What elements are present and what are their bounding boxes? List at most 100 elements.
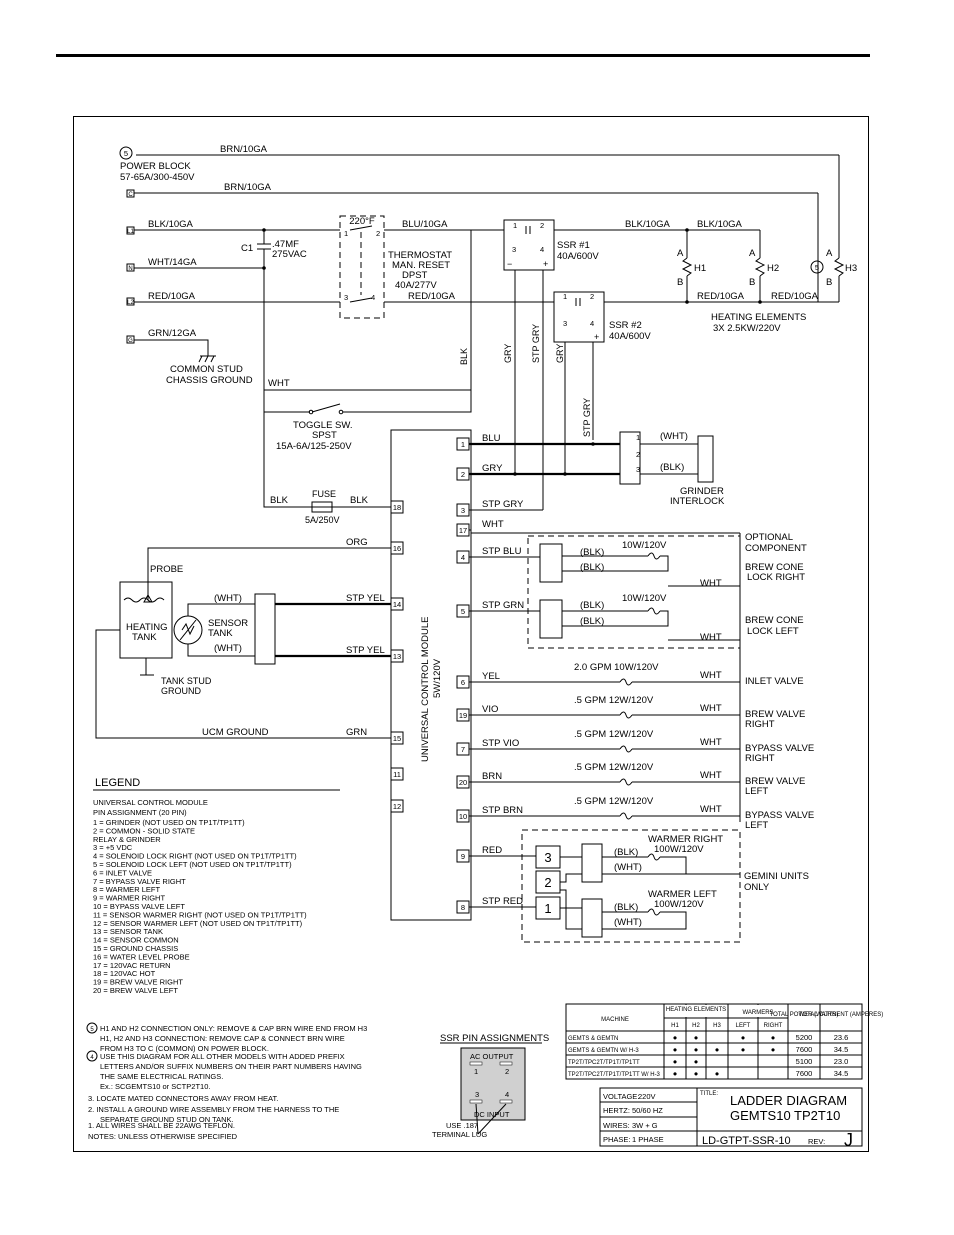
- table-row-machine: TP2T/TPC2T/TP1T/TP1TT: [568, 1060, 640, 1066]
- valve-coil: [619, 745, 633, 753]
- ucm-pin-16: 16: [393, 544, 401, 553]
- table-dot: ●: [694, 1057, 699, 1066]
- wire-label-grn: GRN/12GA: [148, 328, 197, 339]
- heating-elements-label: HEATING ELEMENTS: [711, 312, 806, 323]
- ucm-pin-13: 13: [393, 652, 401, 661]
- ucm-pin-10: 10: [459, 812, 467, 821]
- ssr-pins-4: 4: [505, 1090, 509, 1099]
- legend-line: 16 = WATER LEVEL PROBE: [93, 952, 190, 961]
- legend-line: 20 = BREW VALVE LEFT: [93, 986, 178, 995]
- ssr2-pin-3: 3: [563, 319, 567, 328]
- table-row-current: 23.6: [834, 1033, 849, 1042]
- table-dot: ●: [771, 1033, 776, 1042]
- ucm-wire-label: ORG: [346, 537, 368, 548]
- valve-label: INLET VALVE: [745, 676, 804, 687]
- probe-label: PROBE: [150, 564, 183, 575]
- wire-label-blk: BLK/10GA: [148, 219, 194, 230]
- ucm-pin-15: 15: [393, 734, 401, 743]
- ucm-pin-8: 8: [461, 903, 465, 912]
- fuse-wire-right: BLK: [350, 495, 369, 506]
- legend-header-1: UNIVERSAL CONTROL MODULE: [93, 798, 208, 807]
- note-3: 3. LOCATE MATED CONNECTORS AWAY FROM HEA…: [88, 1094, 278, 1103]
- ucm-pin-2: 2: [461, 470, 465, 479]
- ground-label-1: COMMON STUD: [170, 364, 243, 375]
- ucm-wire-label: BRN: [482, 771, 502, 782]
- legend-line: 4 = SOLENOID LOCK RIGHT (NOT USED ON TP1…: [93, 852, 297, 861]
- term-l1: L1: [127, 229, 134, 235]
- legend-header-2: PIN ASSIGNMENT (20 PIN): [93, 808, 187, 817]
- note-5-line-3: FROM H3 TO C (COMMON) ON POWER BLOCK.: [100, 1044, 269, 1053]
- legend-line: 8 = WARMER LEFT: [93, 885, 160, 894]
- table-subheader: H1: [671, 1023, 679, 1029]
- legend-line: RELAY & GRINDER: [93, 835, 161, 844]
- note-4-line-1: USE THIS DIAGRAM FOR ALL OTHER MODELS WI…: [100, 1052, 345, 1061]
- warmer-left-blk: (BLK): [614, 902, 638, 913]
- table-dot: ●: [694, 1069, 699, 1078]
- fuse-rating: 5A/250V: [305, 515, 340, 525]
- wire-label-red2: RED/10GA: [771, 291, 819, 302]
- valve-rating: .5 GPM 12W/120V: [574, 762, 654, 773]
- optional-label-2: COMPONENT: [745, 543, 807, 554]
- grinder-conn-1: 1: [636, 433, 640, 442]
- table-dot: ●: [673, 1045, 678, 1054]
- ucm-pin-14: 14: [393, 600, 401, 609]
- table-row-current: 34.5: [834, 1069, 849, 1078]
- wire-label-stp-gry1: STP GRY: [531, 324, 541, 363]
- sensor-label-2: TANK: [208, 628, 233, 639]
- thermostat-label-3: DPST: [402, 270, 428, 281]
- power-block-label: POWER BLOCK: [120, 161, 191, 172]
- sensor-wire-wht1: (WHT): [214, 593, 242, 604]
- grinder-wire-wht: (WHT): [660, 431, 688, 442]
- grinder-label-2: INTERLOCK: [670, 496, 725, 507]
- ssr-pins-dc: DC INPUT: [474, 1110, 510, 1119]
- wire-label-brn1: BRN/10GA: [220, 144, 268, 155]
- table-row-current: 23.0: [834, 1057, 849, 1066]
- ssr2-pin-2: 2: [590, 292, 594, 301]
- legend-line: 11 = SENSOR WARMER RIGHT (NOT USED ON TP…: [93, 910, 307, 919]
- table-header-current: TOTAL CURRENT (AMPERES): [799, 1012, 883, 1018]
- ucm-wire-label: VIO: [482, 704, 498, 715]
- capacitor-value: .47MF: [272, 239, 299, 250]
- table-dot: ●: [741, 1045, 746, 1054]
- ucm-wire-label: WHT: [482, 519, 504, 530]
- ssr1-pin-1: 1: [513, 221, 517, 230]
- ssr-control-wires: GRY STP GRY GRY STP GRY: [503, 270, 594, 510]
- lock-right-label-2: LOCK RIGHT: [747, 572, 805, 583]
- table-row-power: 7600: [796, 1069, 813, 1078]
- ssr-pins-3: 3: [475, 1090, 479, 1099]
- tank-stud-label-1: TANK STUD: [161, 676, 212, 686]
- page-header-rule: [56, 54, 870, 57]
- ucm-pin-17: 17: [459, 526, 467, 535]
- ucm-pin-4: 4: [461, 553, 465, 562]
- note-mark-5: 5: [124, 149, 128, 158]
- h2-terminal-a: A: [749, 248, 756, 259]
- table-row-machine: GEMTS & GEMTN W/ H-3: [568, 1048, 639, 1054]
- ssr-pins-use-2: TERMINAL LUG: [432, 1130, 487, 1139]
- ucm-wire-label: RED: [482, 845, 502, 856]
- ucm-pin-11: 11: [393, 770, 401, 779]
- warmer-right-blk: (BLK): [614, 847, 638, 858]
- table-dot: ●: [673, 1069, 678, 1078]
- fuse-label: FUSE: [312, 489, 336, 499]
- tb-drawing-number: LD-GTPT-SSR-10: [702, 1135, 791, 1147]
- svg-text:−: −: [507, 259, 512, 269]
- legend-line: 7 = BYPASS VALVE RIGHT: [93, 877, 186, 886]
- tb-wires-label: WIRES:: [603, 1121, 630, 1130]
- tank-label-1: HEATING: [126, 622, 168, 633]
- ucm-pin-6: 6: [461, 678, 465, 687]
- ucm-pin-9: 9: [461, 852, 465, 861]
- legend-line: 13 = SENSOR TANK: [93, 927, 163, 936]
- table-dot: ●: [771, 1045, 776, 1054]
- legend-line: 3 = +5 VDC: [93, 843, 133, 852]
- tb-title-2: GEMTS10 TP2T10: [730, 1108, 840, 1123]
- note-4-line-4: Ex.: SCGEMTS10 or SCTP2T10.: [100, 1082, 210, 1091]
- drawing-frame: [73, 116, 869, 1152]
- ucm-pin-7: 7: [461, 745, 465, 754]
- ucm-wire-label: STP BRN: [482, 805, 523, 816]
- ucm-wire-label: STP GRN: [482, 600, 524, 611]
- h1-terminal-b: B: [677, 277, 683, 288]
- ssr-pins-1: 1: [474, 1067, 478, 1076]
- table-dot: ●: [741, 1033, 746, 1042]
